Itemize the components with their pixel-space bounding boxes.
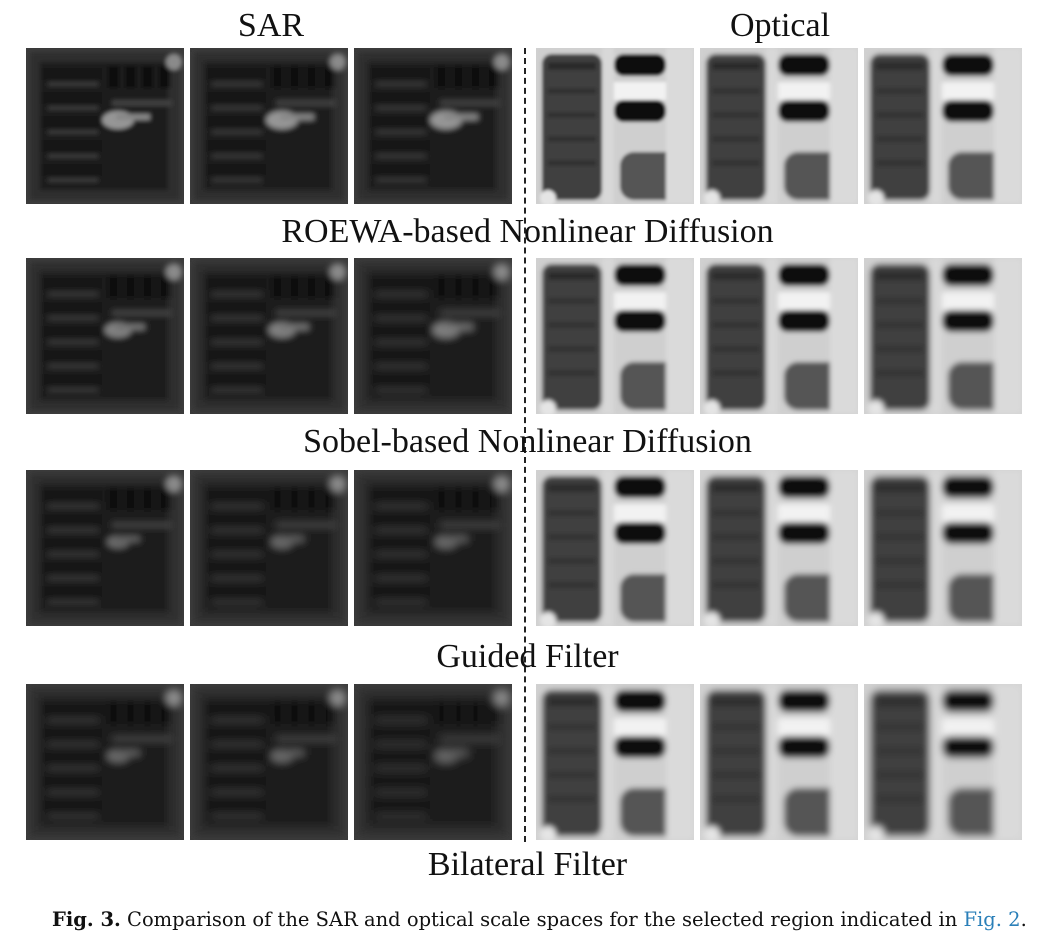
sar-image-tile [354, 684, 512, 840]
figure-caption: Fig. 3. Comparison of the SAR and optica… [52, 907, 1027, 933]
caption-text: Comparison of the SAR and optical scale … [120, 908, 964, 931]
optical-image-tile [536, 470, 694, 626]
sar-image-tile [26, 684, 184, 840]
caption-end: . [1020, 908, 1027, 931]
optical-image-tile [864, 684, 1022, 840]
optical-image-tile [700, 48, 858, 204]
row-label-guided: Guided Filter [436, 638, 619, 675]
figure-label: Fig. 3. [52, 908, 121, 931]
sar-image-tile [354, 48, 512, 204]
sar-image-tile [190, 48, 348, 204]
optical-image-tile [864, 258, 1022, 414]
sar-column-title: SAR [237, 7, 305, 44]
optical-column-title: Optical [729, 7, 831, 44]
optical-image-tile [864, 48, 1022, 204]
sar-image-tile [26, 48, 184, 204]
figure-reference-link[interactable]: Fig. 2 [963, 908, 1021, 931]
sar-image-tile [190, 258, 348, 414]
sar-optical-divider [524, 48, 526, 842]
sar-image-tile [354, 470, 512, 626]
sar-image-tile [190, 470, 348, 626]
sar-image-tile [354, 258, 512, 414]
optical-image-tile [536, 258, 694, 414]
optical-image-tile [536, 48, 694, 204]
sar-image-tile [26, 470, 184, 626]
optical-image-tile [700, 258, 858, 414]
row-label-roewa: ROEWA-based Nonlinear Diffusion [281, 213, 774, 250]
optical-image-tile [864, 470, 1022, 626]
optical-image-tile [536, 684, 694, 840]
row-label-sobel: Sobel-based Nonlinear Diffusion [303, 423, 752, 460]
optical-image-tile [700, 470, 858, 626]
row-label-bilateral: Bilateral Filter [427, 846, 628, 883]
sar-image-tile [190, 684, 348, 840]
optical-image-tile [700, 684, 858, 840]
sar-image-tile [26, 258, 184, 414]
